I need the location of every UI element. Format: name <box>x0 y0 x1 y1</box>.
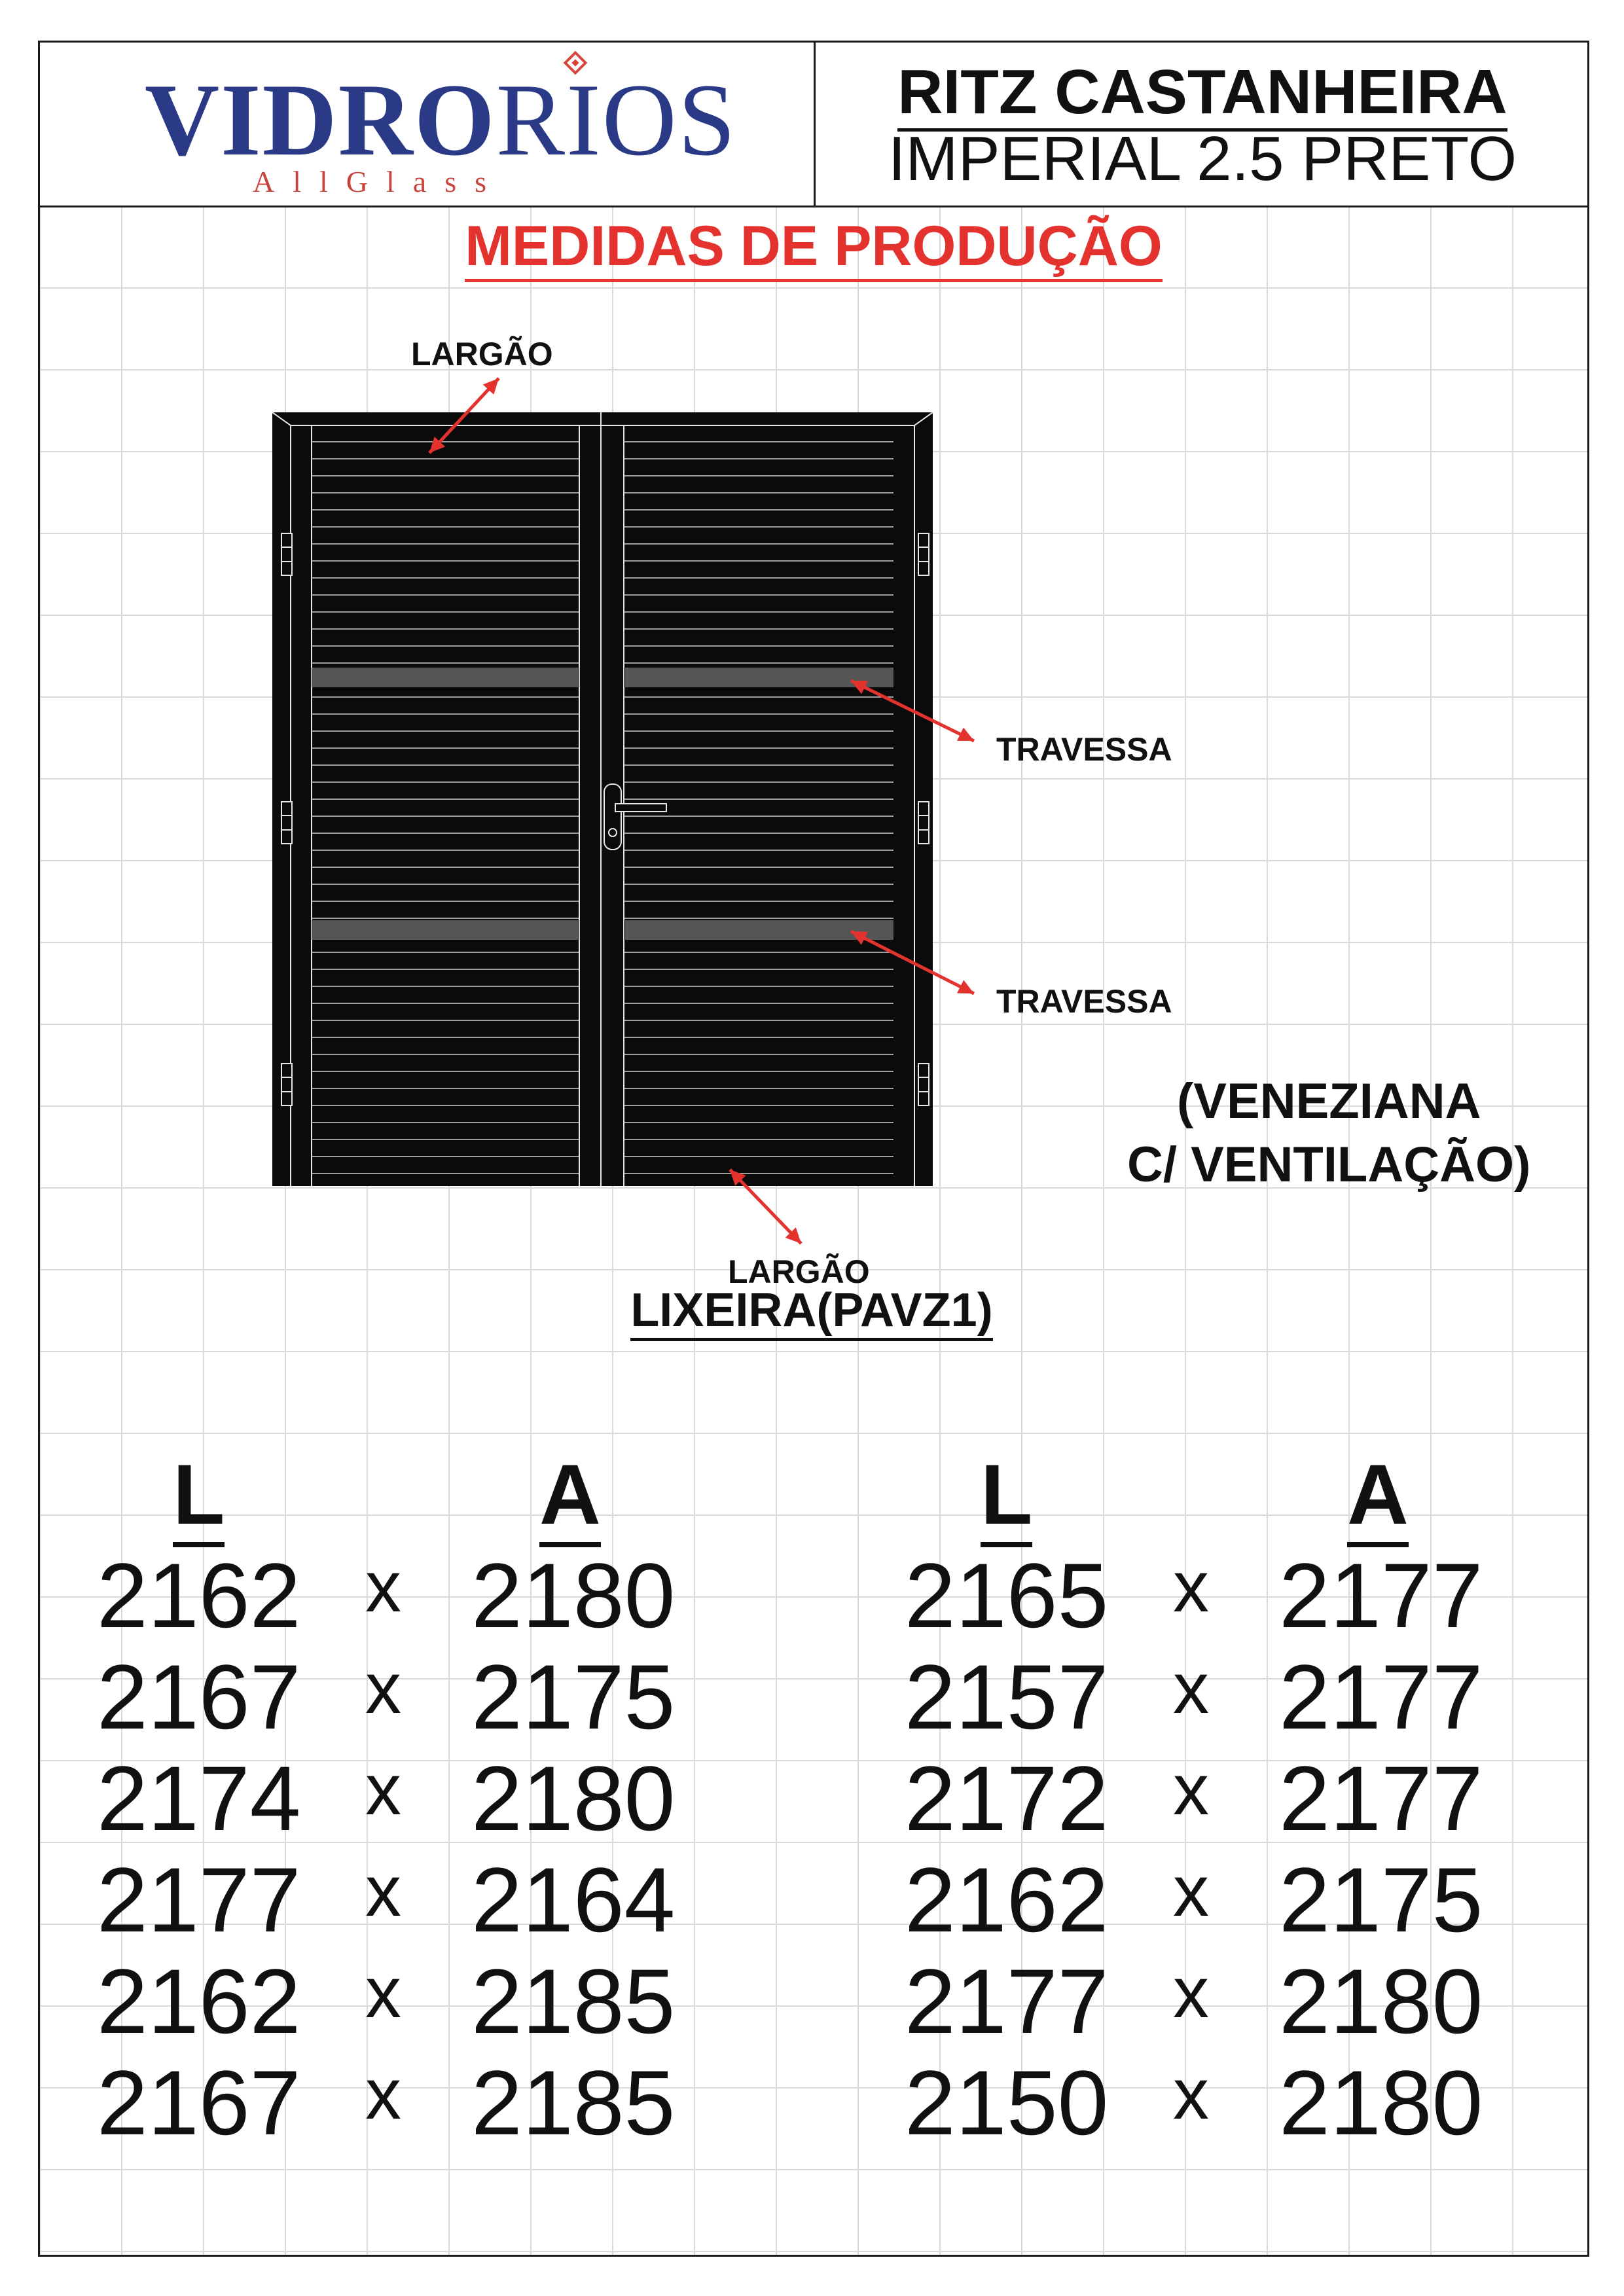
arrow-travessa-1-head-2 <box>957 727 974 741</box>
hinge-1-1 <box>281 533 293 576</box>
measure-a-right-2: 2177 <box>1279 1645 1483 1748</box>
header-a-left-text: A <box>539 1446 601 1547</box>
measure-a-right-6: 2180 <box>1279 2051 1483 2154</box>
measure-a-left-2: 2175 <box>471 1645 676 1748</box>
measure-a-right-5: 2180 <box>1279 1950 1483 2053</box>
note-line-2: C/ VENTILAÇÃO) <box>1127 1137 1531 1193</box>
times-sign-right-1: x <box>1173 1547 1209 1627</box>
label-travessa-1: TRAVESSA <box>996 731 1172 768</box>
header-a-right: A <box>1347 1446 1409 1547</box>
header-a-right-text: A <box>1347 1446 1409 1547</box>
measure-l-right-5: 2177 <box>905 1950 1109 2053</box>
arrow-travessa-2-shaft <box>850 929 975 996</box>
times-sign-left-1: x <box>365 1547 401 1627</box>
logo-tagline: AllGlass <box>253 165 505 198</box>
header-l-left-text: L <box>173 1446 225 1547</box>
measure-l-left-4: 2177 <box>97 1848 301 1951</box>
arrow-travessa-2-head-2 <box>957 980 974 994</box>
times-sign-left-3: x <box>365 1749 401 1830</box>
logo: VIDRORIOS AllGlass <box>40 43 816 206</box>
handle-lever <box>615 803 667 812</box>
header-a-left: A <box>539 1446 601 1547</box>
logo-brand-bold: VIDRO <box>145 63 496 177</box>
arrow-largao-top-head-1 <box>482 378 499 395</box>
label-largao-bottom: LARGÃO <box>728 1253 870 1290</box>
travessa-bar-right-1 <box>624 668 893 687</box>
hinge-2-1 <box>281 801 293 844</box>
arrow-largao-bottom-head-1 <box>730 1170 746 1186</box>
arrow-largao-bottom-shaft <box>729 1168 803 1245</box>
measure-a-left-5: 2185 <box>471 1950 676 2053</box>
header-l-left: L <box>173 1446 225 1547</box>
client-name-text: RITZ CASTANHEIRA <box>897 57 1507 132</box>
client-name: RITZ CASTANHEIRA <box>816 57 1589 132</box>
measure-l-right-3: 2172 <box>905 1747 1109 1850</box>
door-slats <box>272 377 975 1245</box>
times-sign-left-6: x <box>365 2054 401 2134</box>
keyhole-icon <box>608 828 617 837</box>
hinge-3-1 <box>281 1063 293 1106</box>
arrow-travessa-1-head-1 <box>851 681 868 694</box>
logo-wordmark: VIDRORIOS <box>145 69 737 172</box>
label-largao-top: LARGÃO <box>411 336 553 372</box>
logo-brand-light: RIOS <box>496 63 737 177</box>
measure-a-left-4: 2164 <box>471 1848 676 1951</box>
section-title-text: MEDIDAS DE PRODUÇÃO <box>465 215 1163 282</box>
arrow-largao-bottom-head-2 <box>785 1227 801 1244</box>
location-label-text: LIXEIRA(PAVZ1) <box>630 1284 993 1341</box>
product-name: IMPERIAL 2.5 PRETO <box>888 124 1517 194</box>
hinge-3-2 <box>918 1063 929 1106</box>
note-line-1: (VENEZIANA <box>1177 1073 1481 1129</box>
measure-l-right-1: 2165 <box>905 1544 1109 1647</box>
times-sign-left-5: x <box>365 1952 401 2033</box>
measure-l-left-3: 2174 <box>97 1747 301 1850</box>
travessa-bar-right-2 <box>624 920 893 940</box>
location-label: LIXEIRA(PAVZ1) <box>0 1284 1623 1341</box>
arrow-largao-top-shaft <box>428 377 500 454</box>
measure-a-right-4: 2175 <box>1279 1848 1483 1951</box>
arrow-travessa-1-shaft <box>850 679 975 743</box>
arrow-travessa-2-head-1 <box>851 931 868 945</box>
measure-a-left-1: 2180 <box>471 1544 676 1647</box>
measure-l-left-1: 2162 <box>97 1544 301 1647</box>
times-sign-left-4: x <box>365 1851 401 1931</box>
times-sign-left-2: x <box>365 1648 401 1729</box>
measure-a-right-3: 2177 <box>1279 1747 1483 1850</box>
travessa-bar-left-1 <box>312 668 579 687</box>
hinge-2-2 <box>918 801 929 844</box>
hinge-1-2 <box>918 533 929 576</box>
header-l-right-text: L <box>981 1446 1033 1547</box>
measure-l-right-2: 2157 <box>905 1645 1109 1748</box>
times-sign-right-2: x <box>1173 1648 1209 1729</box>
measure-l-right-6: 2150 <box>905 2051 1109 2154</box>
measure-a-left-3: 2180 <box>471 1747 676 1850</box>
measure-l-left-2: 2167 <box>97 1645 301 1748</box>
section-title: MEDIDAS DE PRODUÇÃO <box>40 215 1587 282</box>
travessa-bar-left-2 <box>312 920 579 940</box>
label-travessa-2: TRAVESSA <box>996 983 1172 1020</box>
arrow-largao-top-head-2 <box>429 437 446 453</box>
times-sign-right-3: x <box>1173 1749 1209 1830</box>
times-sign-right-5: x <box>1173 1952 1209 2033</box>
times-sign-right-6: x <box>1173 2054 1209 2134</box>
title-cell: RITZ CASTANHEIRA IMPERIAL 2.5 PRETO <box>816 43 1589 206</box>
title-block: VIDRORIOS AllGlass RITZ CASTANHEIRA IMPE… <box>40 43 1587 207</box>
measure-a-right-1: 2177 <box>1279 1544 1483 1647</box>
measure-l-right-4: 2162 <box>905 1848 1109 1951</box>
header-l-right: L <box>981 1446 1033 1547</box>
measure-a-left-6: 2185 <box>471 2051 676 2154</box>
times-sign-right-4: x <box>1173 1851 1209 1931</box>
measure-l-left-5: 2162 <box>97 1950 301 2053</box>
handle-escutcheon <box>604 783 622 850</box>
measure-l-left-6: 2167 <box>97 2051 301 2154</box>
